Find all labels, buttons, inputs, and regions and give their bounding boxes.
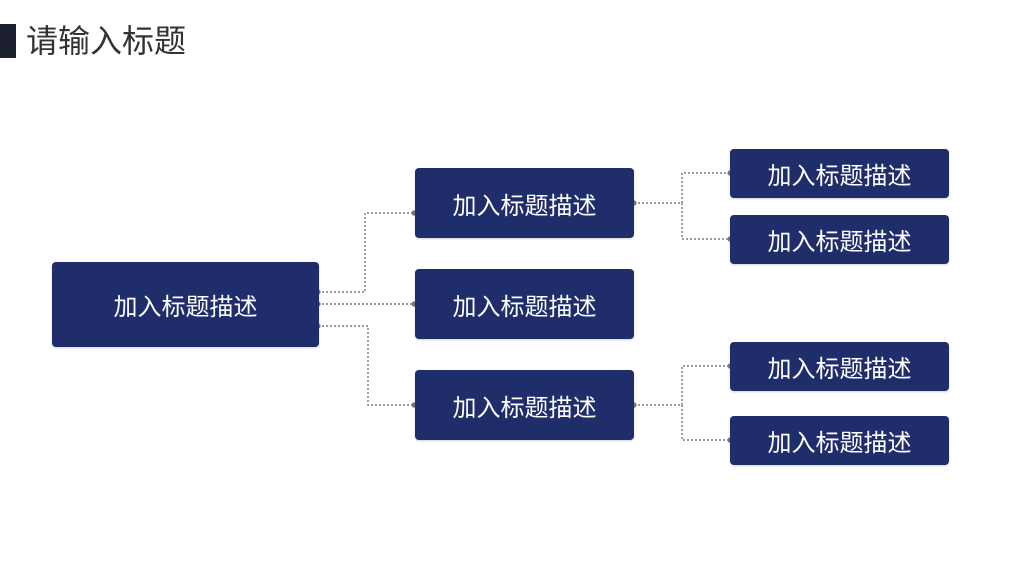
- node-label: 加入标题描述: [452, 393, 597, 422]
- connector-branch-3-leaf-2: [681, 405, 730, 441]
- page-title: 请输入标题: [26, 22, 187, 60]
- title-accent-bar: [0, 24, 16, 58]
- node-label: 加入标题描述: [452, 191, 597, 220]
- node-label: 加入标题描述: [113, 293, 258, 321]
- diagram-node-branch-3[interactable]: 加入标题描述: [415, 370, 634, 440]
- diagram-node-branch-1[interactable]: 加入标题描述: [415, 168, 634, 238]
- node-label: 加入标题描述: [767, 228, 912, 256]
- diagram-node-branch-1-leaf-2[interactable]: 加入标题描述: [730, 215, 949, 264]
- diagram-node-branch-2[interactable]: 加入标题描述: [415, 269, 634, 339]
- diagram-node-branch-3-leaf-1[interactable]: 加入标题描述: [730, 342, 949, 391]
- connector-branch-3-leaf-1: [634, 365, 730, 406]
- node-label: 加入标题描述: [767, 355, 912, 383]
- node-label: 加入标题描述: [767, 162, 912, 190]
- diagram-node-branch-3-leaf-2[interactable]: 加入标题描述: [730, 416, 949, 465]
- node-label: 加入标题描述: [767, 429, 912, 457]
- node-label: 加入标题描述: [452, 292, 597, 321]
- connector-root-branch-3: [318, 325, 414, 406]
- connector-branch-1-leaf-1: [634, 172, 730, 204]
- connector-root-branch-1: [318, 212, 414, 293]
- diagram-node-root[interactable]: 加入标题描述: [52, 262, 319, 347]
- diagram-node-branch-1-leaf-1[interactable]: 加入标题描述: [730, 149, 949, 198]
- connector-branch-1-leaf-2: [681, 203, 730, 240]
